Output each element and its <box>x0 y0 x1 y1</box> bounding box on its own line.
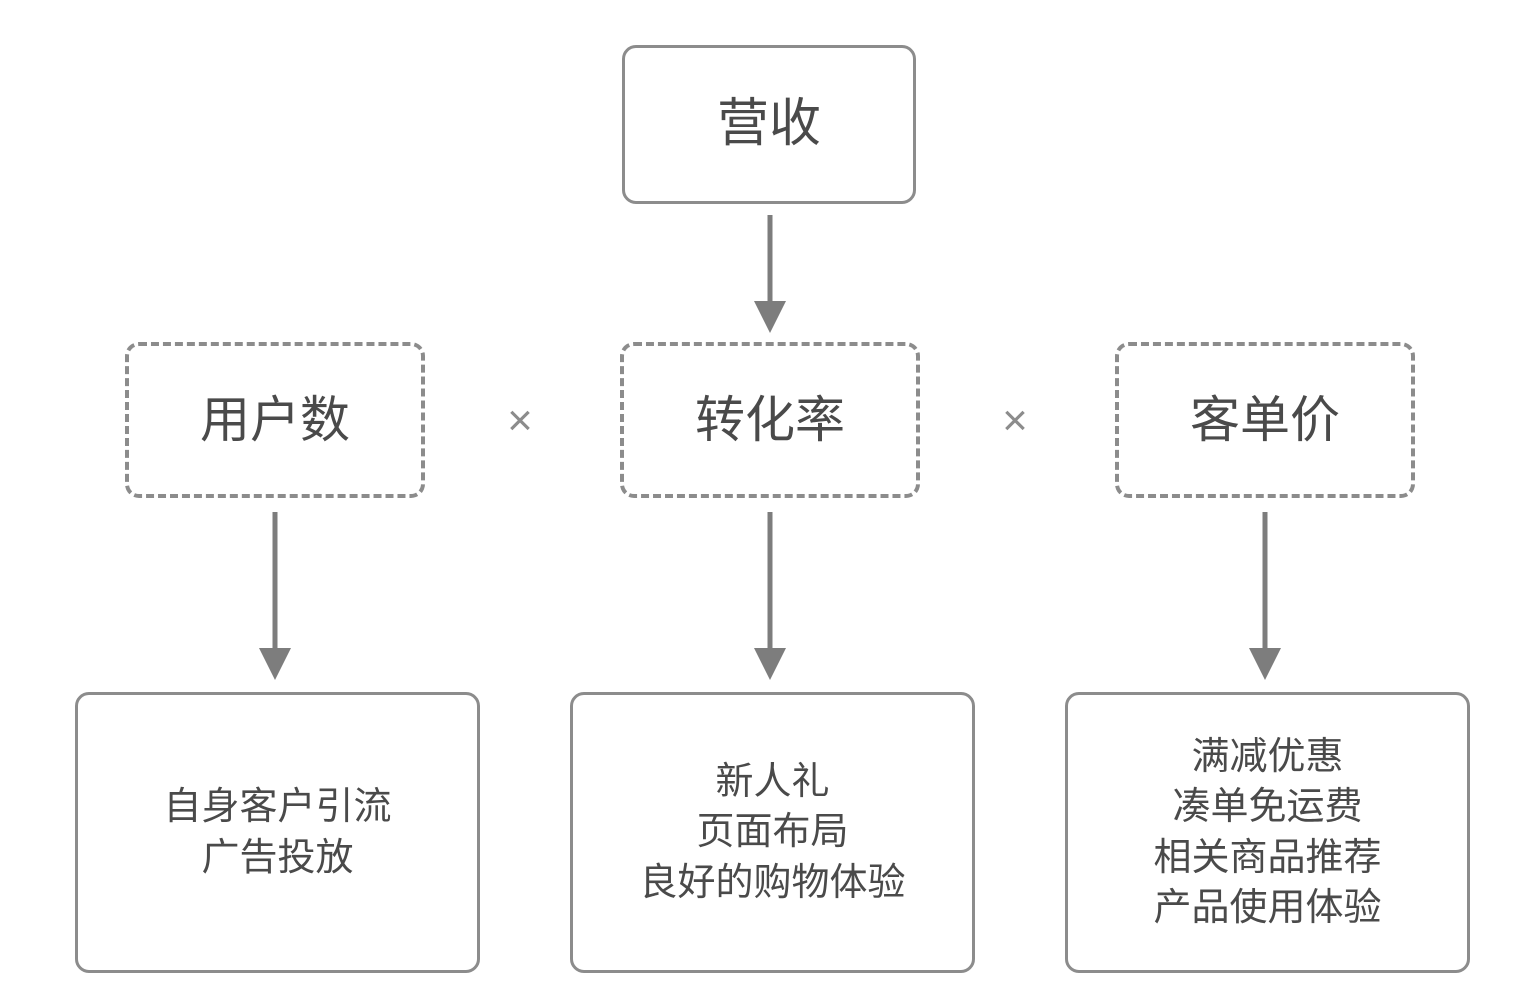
node-detail-users-text: 自身客户引流 广告投放 <box>163 786 392 879</box>
node-metric-aov-label: 客单价 <box>1190 392 1340 448</box>
node-detail-conversion: 新人礼 页面布局 良好的购物体验 <box>570 692 975 973</box>
node-revenue: 营收 <box>622 45 916 204</box>
multiply-operator-icon-1: × <box>490 396 550 446</box>
arrow-conversion-to-detail <box>754 512 786 680</box>
node-revenue-label: 营收 <box>716 95 821 154</box>
arrow-users-to-detail <box>259 512 291 680</box>
multiply-operator-icon-2: × <box>985 396 1045 446</box>
node-metric-users-label: 用户数 <box>200 392 350 448</box>
multiply-symbol-1: × <box>507 396 533 445</box>
node-metric-users: 用户数 <box>125 342 425 498</box>
multiply-symbol-2: × <box>1002 396 1028 445</box>
arrow-revenue-to-conversion <box>754 215 786 333</box>
node-detail-conversion-text: 新人礼 页面布局 良好的购物体验 <box>639 761 906 904</box>
arrow-aov-to-detail <box>1249 512 1281 680</box>
node-detail-aov: 满减优惠 凑单免运费 相关商品推荐 产品使用体验 <box>1065 692 1470 973</box>
node-metric-conversion: 转化率 <box>620 342 920 498</box>
node-metric-aov: 客单价 <box>1115 342 1415 498</box>
node-metric-conversion-label: 转化率 <box>695 392 845 448</box>
node-detail-aov-text: 满减优惠 凑单免运费 相关商品推荐 产品使用体验 <box>1153 736 1382 929</box>
node-detail-users: 自身客户引流 广告投放 <box>75 692 480 973</box>
